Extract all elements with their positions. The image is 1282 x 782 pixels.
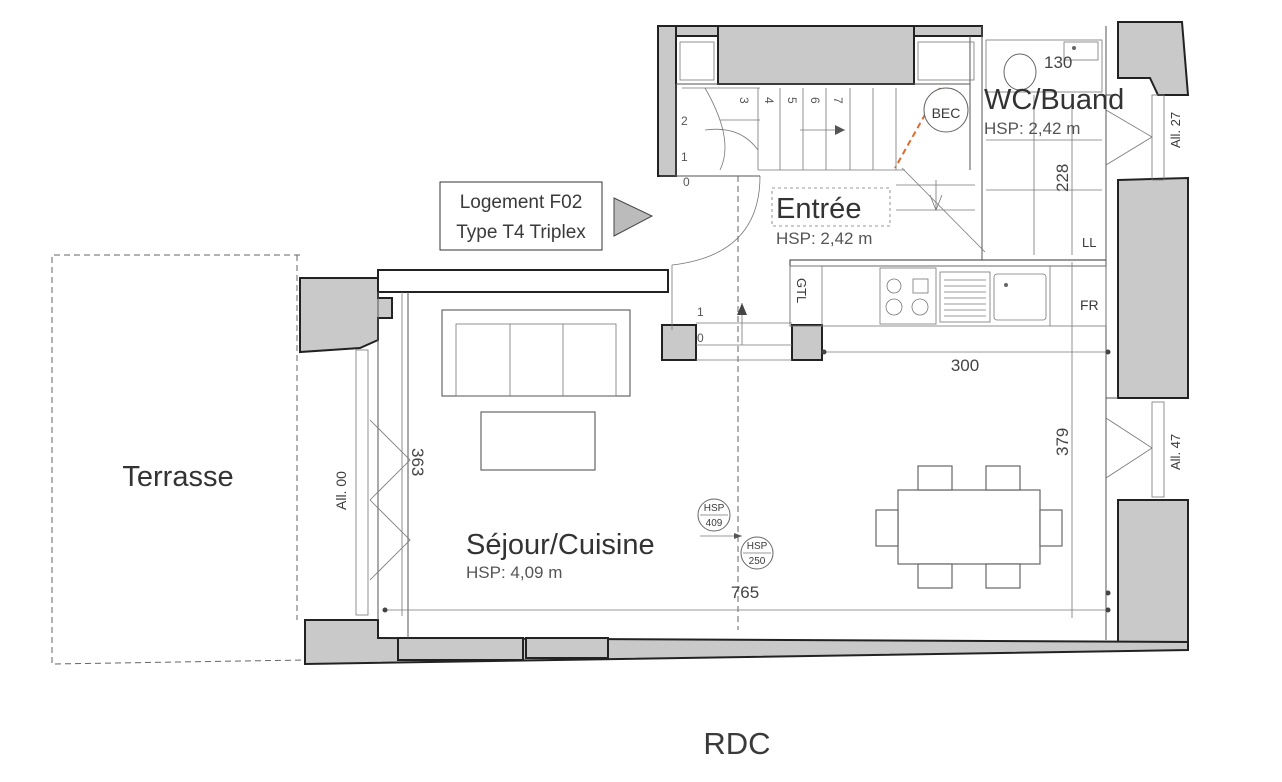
coffee-table bbox=[480, 411, 596, 471]
wc-hsp: HSP: 2,42 m bbox=[984, 119, 1080, 138]
right-windows: All. 27 All. 47 bbox=[1105, 94, 1183, 498]
entry-door: 1 0 bbox=[671, 175, 792, 630]
dim-765: 765 bbox=[731, 583, 759, 602]
stair-step-6: 6 bbox=[808, 97, 822, 104]
dining-set bbox=[875, 465, 1063, 589]
sejour-name: Séjour/Cuisine bbox=[466, 529, 655, 561]
window-all47: All. 47 bbox=[1168, 434, 1183, 470]
fr-label: FR bbox=[1080, 297, 1099, 313]
stair-step-7: 7 bbox=[831, 97, 845, 104]
entry-step-1: 1 bbox=[697, 305, 704, 319]
gtl-label: GTL bbox=[794, 278, 809, 303]
stair-step-2: 2 bbox=[681, 114, 688, 128]
stair-step-5: 5 bbox=[785, 97, 799, 104]
bec-label: BEC bbox=[932, 105, 961, 121]
apartment-line2: Type T4 Triplex bbox=[456, 222, 586, 243]
stair-step-3: 3 bbox=[737, 97, 751, 104]
dimension-300: 300 bbox=[821, 349, 1111, 375]
level-label: RDC bbox=[703, 726, 770, 761]
apartment-label: Logement F02 Type T4 Triplex bbox=[439, 181, 654, 251]
walls bbox=[299, 21, 1190, 666]
hsp-marker2-top: HSP bbox=[747, 541, 768, 552]
hsp-markers: HSP 409 HSP 250 bbox=[697, 498, 774, 570]
entree-room: Entrée HSP: 2,42 m bbox=[771, 167, 986, 253]
window-all00: All. 00 bbox=[333, 471, 349, 510]
dimension-765: 765 bbox=[382, 583, 1111, 613]
dim-379: 379 bbox=[1053, 428, 1072, 456]
dimension-379: 379 bbox=[1053, 262, 1073, 618]
hsp-marker1-val: 409 bbox=[706, 518, 723, 529]
sink-grill bbox=[944, 279, 986, 317]
dim-300: 300 bbox=[951, 356, 979, 375]
dim-363: 363 bbox=[408, 448, 427, 476]
wc-room: WC/Buand HSP: 2,42 m 130 228 LL bbox=[984, 39, 1124, 255]
dim-228: 228 bbox=[1053, 164, 1072, 192]
terrasse-name: Terrasse bbox=[122, 461, 233, 493]
dim-130: 130 bbox=[1044, 53, 1072, 72]
sofa bbox=[441, 309, 631, 397]
entree-hsp: HSP: 2,42 m bbox=[776, 229, 872, 248]
apartment-line1: Logement F02 bbox=[460, 192, 583, 213]
entry-step-0: 0 bbox=[697, 331, 704, 345]
hsp-marker1-top: HSP bbox=[704, 503, 725, 514]
sejour-room: Séjour/Cuisine HSP: 4,09 m bbox=[466, 529, 655, 582]
terrasse-area bbox=[51, 254, 306, 665]
entree-name: Entrée bbox=[776, 193, 861, 225]
left-window: All. 00 363 bbox=[333, 292, 427, 616]
sejour-hsp: HSP: 4,09 m bbox=[466, 563, 562, 582]
bec-symbol: BEC bbox=[923, 87, 969, 133]
hsp-marker2-val: 250 bbox=[749, 556, 766, 567]
window-all27: All. 27 bbox=[1168, 112, 1183, 148]
stair-step-4: 4 bbox=[762, 97, 776, 104]
stair-step-1: 1 bbox=[681, 150, 688, 164]
wc-name: WC/Buand bbox=[984, 84, 1124, 116]
stair-step-0: 0 bbox=[683, 175, 690, 189]
kitchen: GTL FR bbox=[789, 265, 1107, 327]
outline bbox=[377, 36, 1118, 638]
ll-label: LL bbox=[1082, 235, 1096, 250]
